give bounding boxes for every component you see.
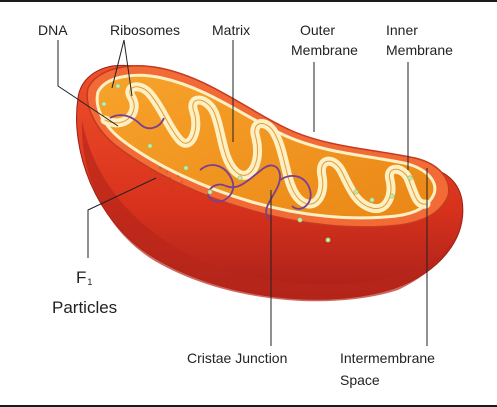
label-particles: Particles xyxy=(52,298,118,317)
leader-lines xyxy=(57,39,428,346)
label-inner-line2: Membrane xyxy=(386,42,453,58)
f1-leader xyxy=(87,177,157,258)
f1-particles-stipple xyxy=(151,167,183,191)
label-cristae-junction: Cristae Junction xyxy=(187,350,288,366)
label-f1: F1 xyxy=(76,268,92,292)
label-f1-subscript: 1 xyxy=(87,277,93,287)
ribosome-dots xyxy=(101,83,413,243)
label-inner-line1: Inner xyxy=(386,22,418,38)
label-dna: DNA xyxy=(38,22,68,38)
label-intermembrane-line1: Intermembrane xyxy=(340,350,435,366)
dna-strand xyxy=(109,114,165,130)
label-outer-line2: Membrane xyxy=(291,42,358,58)
dna-leader xyxy=(57,40,119,127)
dna-strand xyxy=(199,164,281,221)
cristae-fold-edges xyxy=(104,86,427,210)
label-f1-letter: F xyxy=(76,268,87,287)
ribosomes-leader-2 xyxy=(123,39,133,97)
label-matrix: Matrix xyxy=(212,22,251,38)
outer-membrane-rim xyxy=(81,120,462,302)
label-intermembrane-line2: Space xyxy=(340,372,380,388)
bottom-border xyxy=(0,405,497,407)
dna-strand xyxy=(279,175,312,210)
label-outer-line1: Outer xyxy=(300,22,336,38)
ribosomes-leader xyxy=(111,39,125,89)
label-ribosomes: Ribosomes xyxy=(110,22,181,38)
top-border xyxy=(0,0,497,2)
